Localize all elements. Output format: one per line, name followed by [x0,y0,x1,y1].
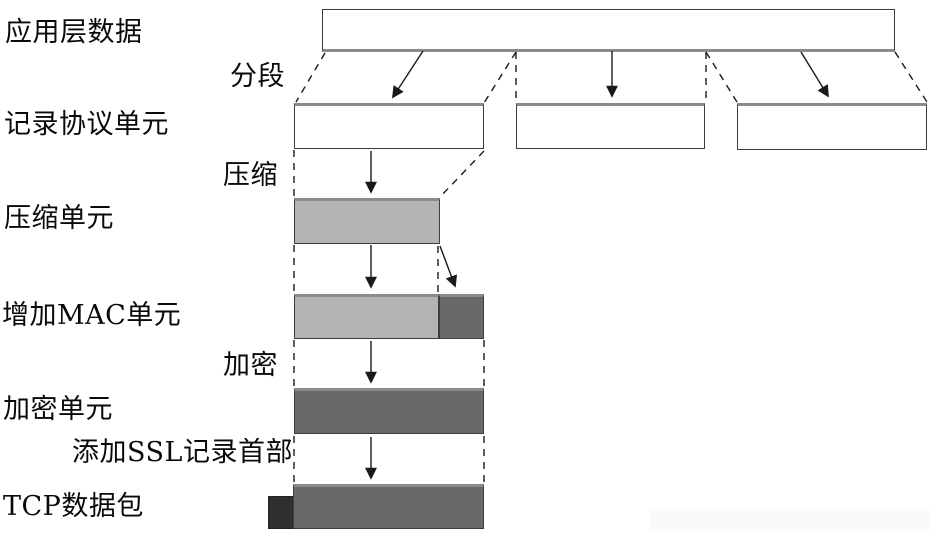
compressed-unit-box [294,198,440,244]
record-unit-box-2 [516,103,705,149]
label-add-mac-unit: 增加MAC单元 [2,300,182,331]
tcp-payload-box [293,484,484,529]
application-data-box [322,9,895,52]
tcp-header-box [268,496,295,529]
mac-append-arrow [439,245,458,288]
mac-unit-box [294,294,439,339]
segment-arrow-1 [392,50,424,99]
label-tcp-packet: TCP数据包 [3,491,144,522]
label-segmentation: 分段 [230,61,285,92]
dashed-line [439,150,485,198]
label-record-protocol-unit: 记录协议单元 [4,109,169,140]
label-encrypted-unit: 加密单元 [3,394,113,425]
label-compressed-unit: 压缩单元 [4,203,114,234]
mac-appendix-box [439,294,484,339]
dashed-line [295,52,326,103]
dashed-line [705,51,738,103]
dashed-line [483,51,517,104]
segmentation-fanout-dashes [295,51,928,104]
label-application-data: 应用层数据 [5,17,143,48]
label-encryption: 加密 [223,350,278,381]
label-compression: 压缩 [223,160,278,191]
record-unit-box-3 [737,103,927,150]
watermark-strip [650,508,930,532]
encrypted-unit-box [294,388,484,434]
segment-arrow-3 [800,51,829,98]
record-unit-box-1 [294,103,484,149]
label-add-ssl-record-header: 添加SSL记录首部 [72,437,293,468]
dashed-line [894,51,928,103]
